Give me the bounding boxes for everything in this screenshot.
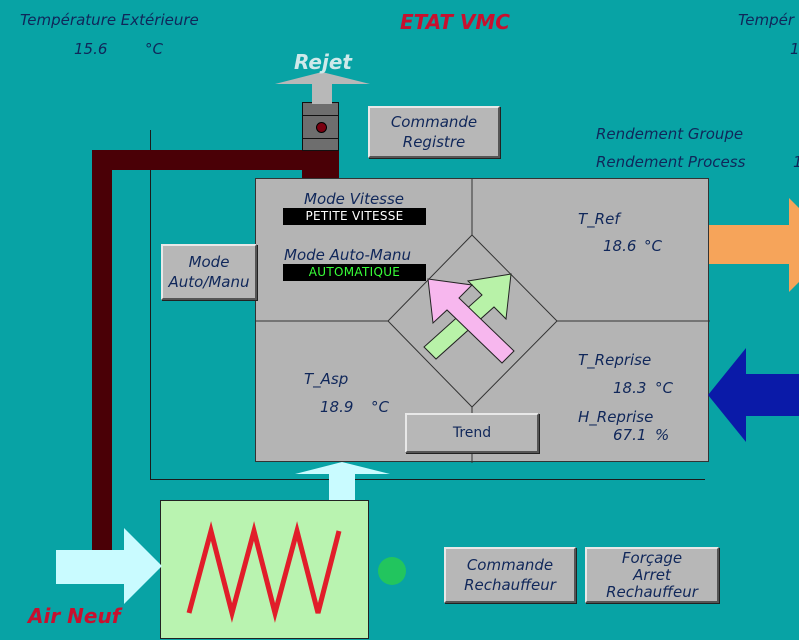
t-ref-label: T_Ref	[578, 210, 620, 228]
mode-vitesse-value: PETITE VITESSE	[283, 208, 426, 225]
reprise-arrow-icon	[708, 348, 799, 442]
air-neuf-label: Air Neuf	[28, 604, 121, 628]
temp-ext-label: Température Extérieure	[20, 11, 199, 29]
duct-top	[92, 150, 339, 170]
registre-damper[interactable]	[302, 102, 339, 151]
commande-registre-button[interactable]: Commande Registre	[368, 106, 500, 158]
temp-ext-value: 15.6	[74, 40, 108, 58]
h-reprise-unit: %	[655, 426, 670, 444]
rendement-value: 1	[793, 153, 799, 171]
rendement-groupe-label: Rendement Groupe	[596, 125, 744, 143]
duct-left	[92, 150, 112, 560]
temp-right-value: 1	[790, 40, 799, 58]
damper-pivot-icon	[316, 122, 327, 133]
commande-rechauffeur-button[interactable]: Commande Rechauffeur	[444, 547, 576, 603]
heater-coil-icon	[186, 521, 342, 623]
page-title: ETAT VMC	[400, 10, 510, 34]
duct-connector	[302, 150, 339, 180]
temp-ext-unit: °C	[145, 40, 163, 58]
supply-up-arrow-icon	[295, 462, 390, 500]
t-reprise-unit: °C	[655, 379, 673, 397]
forcage-arret-rechauffeur-button[interactable]: Forçage Arret Rechauffeur	[585, 547, 719, 603]
t-reprise-value: 18.3	[613, 379, 647, 397]
mode-auto-manu-button[interactable]: Mode Auto/Manu	[161, 244, 257, 300]
t-asp-label: T_Asp	[304, 370, 349, 388]
exchanger-lines	[256, 179, 710, 463]
soufflage-arrow-icon	[709, 198, 799, 292]
mode-auto-manu-label: Mode Auto-Manu	[284, 246, 412, 264]
process-line-horizontal	[150, 479, 705, 480]
h-reprise-value: 67.1	[613, 426, 647, 444]
rechauffeur-block	[160, 500, 369, 639]
t-reprise-label: T_Reprise	[578, 351, 652, 369]
rejet-label: Rejet	[294, 50, 352, 74]
rendement-process-label: Rendement Process	[596, 153, 746, 171]
exchanger-panel	[255, 178, 710, 463]
rejet-arrow-icon	[275, 72, 370, 104]
process-line-vertical	[150, 130, 151, 480]
trend-button[interactable]: Trend	[405, 413, 539, 453]
air-neuf-arrow-icon	[56, 528, 162, 604]
rechauffeur-status-led-icon	[378, 557, 406, 585]
mode-auto-manu-value: AUTOMATIQUE	[283, 264, 426, 281]
temp-right-label: Tempér	[738, 11, 795, 29]
t-asp-value: 18.9	[320, 398, 354, 416]
flow-arrow-pink-icon	[427, 278, 515, 364]
mode-vitesse-label: Mode Vitesse	[304, 190, 405, 208]
t-asp-unit: °C	[371, 398, 389, 416]
t-ref-unit: °C	[644, 237, 662, 255]
t-ref-value: 18.6	[603, 237, 637, 255]
h-reprise-label: H_Reprise	[578, 408, 654, 426]
